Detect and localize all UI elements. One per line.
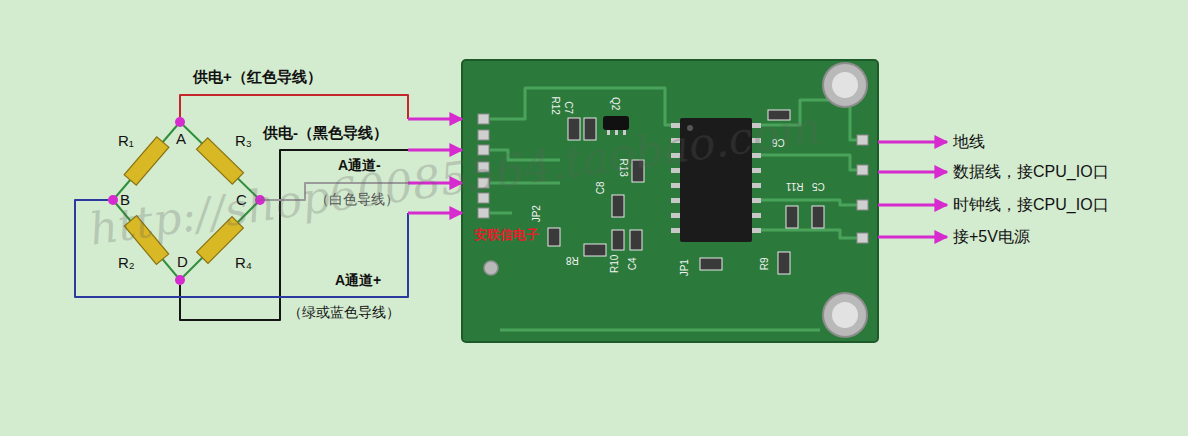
silkscreen-ref: C5: [812, 180, 825, 192]
pin-label: 数据线，接CPU_IO口: [950, 162, 1112, 182]
junction-dot: B: [108, 195, 118, 205]
signal-name: A通道-: [338, 157, 381, 173]
silkscreen-ref: C8: [595, 181, 607, 194]
connector: [180, 150, 462, 320]
connector-arrow: [408, 118, 462, 121]
wire-label: 供电-（黑色导线）: [263, 124, 388, 141]
pcb-trace: [490, 88, 862, 330]
pcb-pad: [478, 114, 868, 243]
silkscreen-ref: JP2: [531, 205, 543, 222]
silkscreen-ref: R10: [609, 255, 621, 273]
connector: [878, 141, 947, 142]
bridge-wire: [113, 122, 260, 280]
silkscreen-ref: C6: [772, 136, 785, 148]
junction-dot: C: [255, 195, 265, 205]
connector-arrow: [878, 140, 947, 143]
connector: [878, 204, 947, 205]
wire-label: （白色导线）: [315, 191, 399, 207]
pin-label: 时钟线，接CPU_IO口: [950, 195, 1112, 215]
connector-arrow: [878, 170, 947, 173]
connector: [180, 95, 462, 119]
silkscreen-ref: R12: [549, 97, 561, 115]
pin-function: 接+5V电源: [953, 228, 1030, 246]
signal-name: A通道+: [335, 272, 381, 288]
pin-label: 接+5V电源: [950, 227, 1033, 247]
connector-arrow: [408, 149, 462, 152]
silkscreen-ref: R11: [786, 180, 804, 192]
node-letter: D: [177, 253, 188, 270]
resistor-symbol: [124, 137, 243, 264]
transistor: [603, 116, 629, 135]
node-letter: A: [176, 130, 186, 147]
wire-label: 供电+（红色导线）: [193, 68, 322, 85]
pin-function: 地线: [953, 133, 985, 151]
connector-arrow: [408, 212, 462, 215]
node-letter: B: [120, 191, 130, 208]
watermark: http://shop60085564.taobao.com: [86, 103, 823, 256]
silkscreen-ref: R8: [566, 254, 579, 266]
resistor-name: R₂: [118, 254, 135, 271]
ic-chip: [671, 118, 761, 242]
connector: [75, 200, 462, 297]
connector-arrow: [878, 235, 947, 238]
resistor-name: R₃: [235, 132, 252, 149]
junction-dot: A: [175, 117, 185, 127]
connector-arrow: [878, 203, 947, 206]
connector: [878, 171, 947, 172]
pin-label: 地线: [950, 132, 988, 152]
board-watermark: 安联信电子: [474, 228, 539, 243]
silkscreen-ref: R13: [617, 159, 629, 177]
mounting-hole: [484, 63, 867, 337]
connector-arrow: [408, 182, 462, 185]
junction-dot: D: [175, 275, 185, 285]
lead-wire: [180, 95, 408, 119]
silkscreen-ref: Q2: [610, 97, 622, 110]
pin-function: 时钟线，接CPU_IO口: [953, 196, 1109, 214]
resistor-name: R₁: [118, 132, 134, 149]
pin-function: 数据线，接CPU_IO口: [953, 163, 1109, 181]
node-letter: C: [236, 191, 247, 208]
connector: [878, 236, 947, 237]
silkscreen-ref: R9: [759, 257, 771, 270]
smd-component: [548, 110, 824, 274]
resistor-name: R₄: [235, 254, 252, 271]
pcb-board: [462, 60, 878, 342]
lead-wire: [180, 150, 408, 320]
silkscreen-ref: C4: [627, 257, 639, 270]
silkscreen-ref: C7: [563, 101, 575, 114]
wire-label: （绿或蓝色导线）: [288, 304, 400, 320]
lead-wire: [75, 200, 408, 297]
silkscreen-ref: JP1: [679, 259, 691, 276]
hx711-module: 安联信电子: [462, 60, 878, 342]
